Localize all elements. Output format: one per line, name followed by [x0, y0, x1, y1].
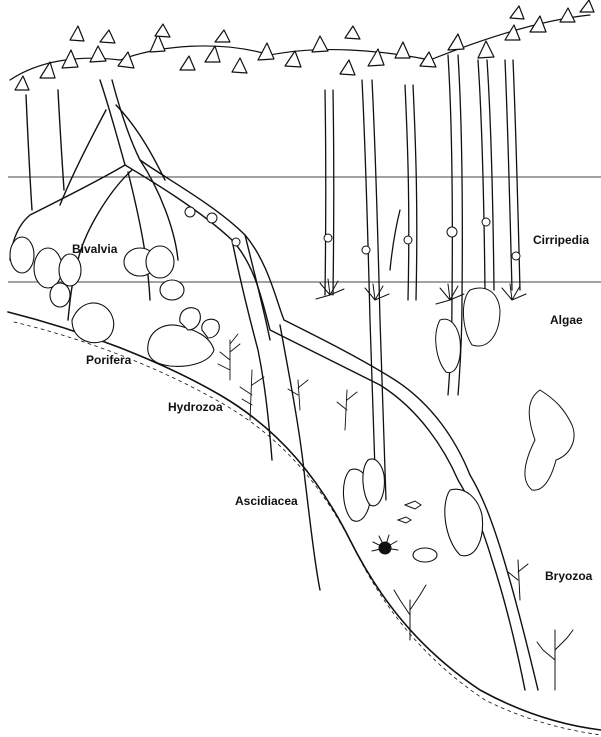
- hydrozoa-colonies: [218, 334, 357, 430]
- small-fish: [398, 501, 421, 523]
- cirripedia-barnacles: [185, 207, 520, 260]
- aerial-roots: [325, 55, 520, 500]
- label-porifera: Porifera: [86, 353, 132, 367]
- label-bivalvia: Bivalvia: [72, 242, 118, 256]
- label-hydrozoa: Hydrozoa: [168, 400, 223, 414]
- canopy-foliage: [10, 0, 594, 90]
- label-cirripedia: Cirripedia: [533, 233, 589, 247]
- label-algae: Algae: [550, 313, 583, 327]
- seabed: [8, 312, 601, 735]
- label-ascidiacea: Ascidiacea: [235, 494, 298, 508]
- sea-urchin: [372, 535, 398, 554]
- label-bryozoa: Bryozoa: [545, 569, 593, 583]
- ascidiacea-tunicates: [343, 459, 482, 562]
